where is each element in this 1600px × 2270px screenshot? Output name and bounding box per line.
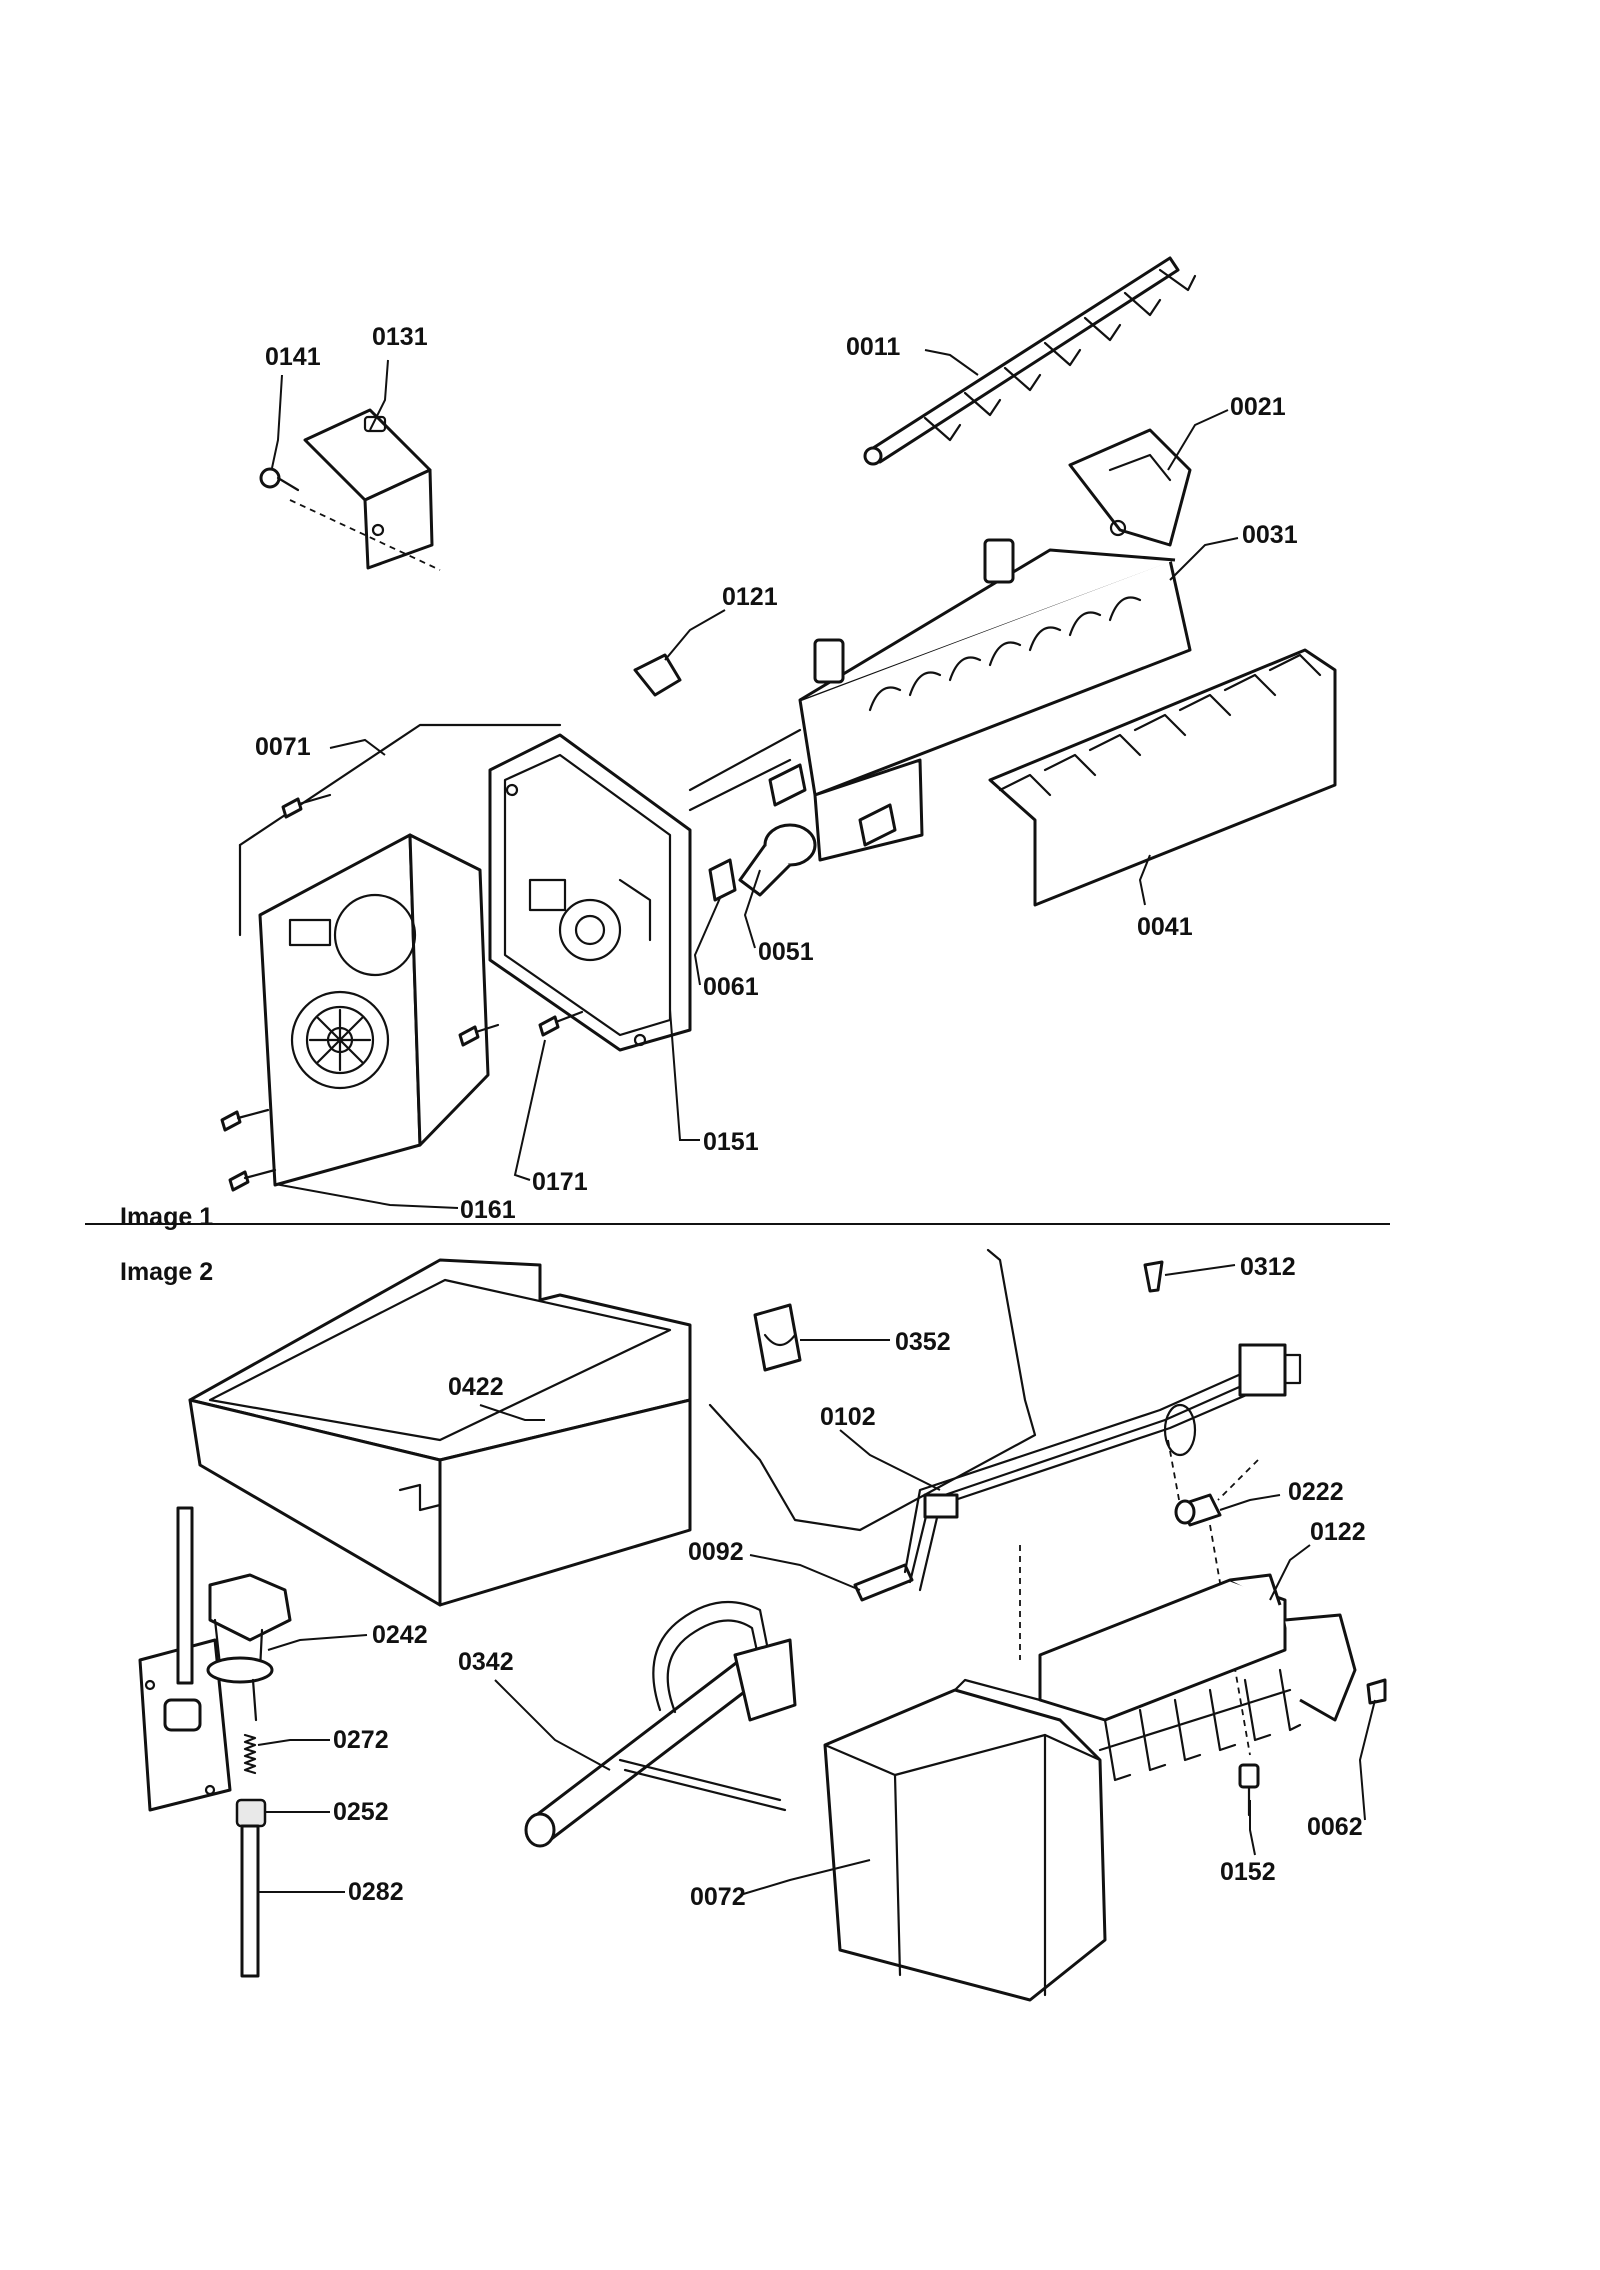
- callout-0041: 0041: [1137, 913, 1193, 941]
- part-0092-wire-harness: [853, 1343, 1302, 1602]
- part-0272-spring: [243, 1733, 257, 1775]
- part-0141-screw: [259, 467, 300, 492]
- callout-0122: 0122: [1310, 1518, 1366, 1546]
- callout-0021: 0021: [1230, 393, 1286, 421]
- part-0161-screw: [220, 1108, 277, 1192]
- part-0072-cover: [823, 1678, 1107, 2002]
- part-0122-icemaker-body: [1038, 1573, 1357, 1782]
- callout-0242: 0242: [372, 1621, 428, 1649]
- part-0422-ice-bin: [188, 1258, 692, 1607]
- callout-0282: 0282: [348, 1878, 404, 1906]
- callout-0422: 0422: [448, 1373, 504, 1401]
- callout-0051: 0051: [758, 938, 814, 966]
- callout-0121: 0121: [722, 583, 778, 611]
- callout-0061: 0061: [703, 973, 759, 1001]
- callout-0141: 0141: [265, 343, 321, 371]
- part-0051-thermostat: [738, 823, 817, 897]
- part-0242-water-valve: [138, 1506, 292, 1812]
- callout-0062: 0062: [1307, 1813, 1363, 1841]
- part-0151-housing: [488, 733, 692, 1052]
- callout-0072: 0072: [690, 1883, 746, 1911]
- part-0031-ice-mold: [798, 538, 1192, 862]
- callout-0342: 0342: [458, 1648, 514, 1676]
- callout-0222: 0222: [1288, 1478, 1344, 1506]
- part-0021-bearing: [1068, 428, 1192, 547]
- callout-0031: 0031: [1242, 521, 1298, 549]
- part-0222-clip: [1174, 1493, 1222, 1527]
- part-0352-clip: [753, 1303, 802, 1372]
- part-0282-tube: [240, 1824, 260, 1978]
- part-0171-screw: [281, 793, 584, 1047]
- part-0011-ejector-shaft: [863, 256, 1197, 466]
- part-0062-screw: [1366, 1678, 1387, 1705]
- section-label-image1: Image 1: [120, 1203, 213, 1231]
- part-0121-clip: [633, 653, 682, 697]
- part-0041-stripper: [988, 648, 1337, 907]
- section-label-image2: Image 2: [120, 1258, 213, 1286]
- callout-0071: 0071: [255, 733, 311, 761]
- callout-0152: 0152: [1220, 1858, 1276, 1886]
- part-0071-motor-assembly: [238, 723, 562, 1187]
- leader-lines: [257, 349, 1376, 1896]
- callout-0272: 0272: [333, 1726, 389, 1754]
- callout-0131: 0131: [372, 323, 428, 351]
- callout-0011: 0011: [846, 333, 900, 361]
- callout-0312: 0312: [1240, 1253, 1296, 1281]
- callout-0092: 0092: [688, 1538, 744, 1566]
- callout-0161: 0161: [460, 1196, 516, 1224]
- part-0102-wire: [708, 1248, 1037, 1532]
- callout-0252: 0252: [333, 1798, 389, 1826]
- part-0312-plug: [1143, 1260, 1164, 1293]
- part-0061-heater-pins: [708, 763, 897, 902]
- callout-0352: 0352: [895, 1328, 951, 1356]
- part-0252-nut: [235, 1798, 267, 1828]
- callout-0102: 0102: [820, 1403, 876, 1431]
- callout-0171: 0171: [532, 1168, 588, 1196]
- callout-0151: 0151: [703, 1128, 759, 1156]
- part-0131-bracket: [289, 408, 441, 571]
- part-0342-fill-tube: [524, 1600, 797, 1848]
